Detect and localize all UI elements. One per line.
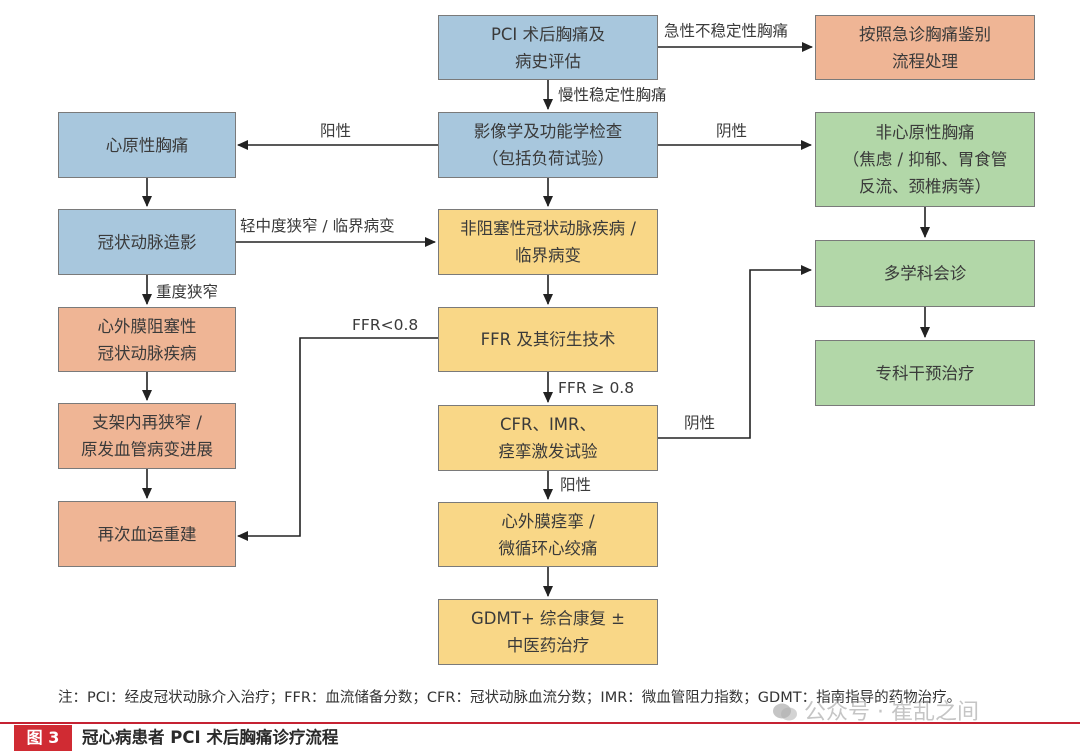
watermark: 公众号 · 崔乱之间 xyxy=(772,700,979,726)
node-mdt: 多学科会诊 xyxy=(815,240,1035,307)
node-imaging: 影像学及功能学检查 （包括负荷试验） xyxy=(438,112,658,178)
node-acute-flow: 按照急诊胸痛鉴别 流程处理 xyxy=(815,15,1035,80)
figure-caption: 图 3 冠心病患者 PCI 术后胸痛诊疗流程 xyxy=(0,722,1080,752)
node-cfr-imr: CFR、IMR、 痉挛激发试验 xyxy=(438,405,658,471)
node-noncardiac-pain: 非心原性胸痛 （焦虑 / 抑郁、胃食管 反流、颈椎病等） xyxy=(815,112,1035,207)
edge-label-chronic-stable: 慢性稳定性胸痛 xyxy=(558,86,667,104)
edge-label-positive-left: 阳性 xyxy=(320,122,352,140)
figure-title: 冠心病患者 PCI 术后胸痛诊疗流程 xyxy=(82,728,339,747)
node-angiography: 冠状动脉造影 xyxy=(58,209,236,275)
node-gdmt: GDMT+ 综合康复 ± 中医药治疗 xyxy=(438,599,658,665)
node-specialist: 专科干预治疗 xyxy=(815,340,1035,406)
edge-label-ffr-lt: FFR<0.8 xyxy=(352,316,419,334)
edge-label-positive-cfr: 阳性 xyxy=(560,476,592,494)
edge-label-severe: 重度狭窄 xyxy=(156,283,219,301)
edge-label-negative-right: 阴性 xyxy=(716,122,748,140)
edge-label-acute-unstable: 急性不稳定性胸痛 xyxy=(664,22,789,40)
node-cardiac-pain: 心原性胸痛 xyxy=(58,112,236,178)
node-revasc: 再次血运重建 xyxy=(58,501,236,567)
edge-label-ffr-ge: FFR ≥ 0.8 xyxy=(558,379,635,397)
caption-divider xyxy=(0,722,1080,724)
footnote: 注：PCI：经皮冠状动脉介入治疗；FFR：血流储备分数；CFR：冠状动脉血流分数… xyxy=(58,690,962,706)
arrow-ffr-to-revasc xyxy=(237,337,438,541)
node-restenosis: 支架内再狭窄 / 原发血管病变进展 xyxy=(58,403,236,469)
arrow-cfr-to-mdt xyxy=(658,265,812,439)
node-spasm: 心外膜痉挛 / 微循环心绞痛 xyxy=(438,502,658,567)
edge-label-mild-moderate: 轻中度狭窄 / 临界病变 xyxy=(240,217,395,235)
wechat-icon xyxy=(773,703,797,721)
edge-label-negative-cfr: 阴性 xyxy=(684,414,716,432)
node-ffr: FFR 及其衍生技术 xyxy=(438,307,658,372)
node-epicardial-obstructive: 心外膜阻塞性 冠状动脉疾病 xyxy=(58,307,236,372)
node-nonobstructive: 非阻塞性冠状动脉疾病 / 临界病变 xyxy=(438,209,658,275)
watermark-text: 公众号 · 崔乱之间 xyxy=(804,700,979,725)
figure-number-badge: 图 3 xyxy=(14,725,72,751)
node-pci-eval: PCI 术后胸痛及 病史评估 xyxy=(438,15,658,80)
